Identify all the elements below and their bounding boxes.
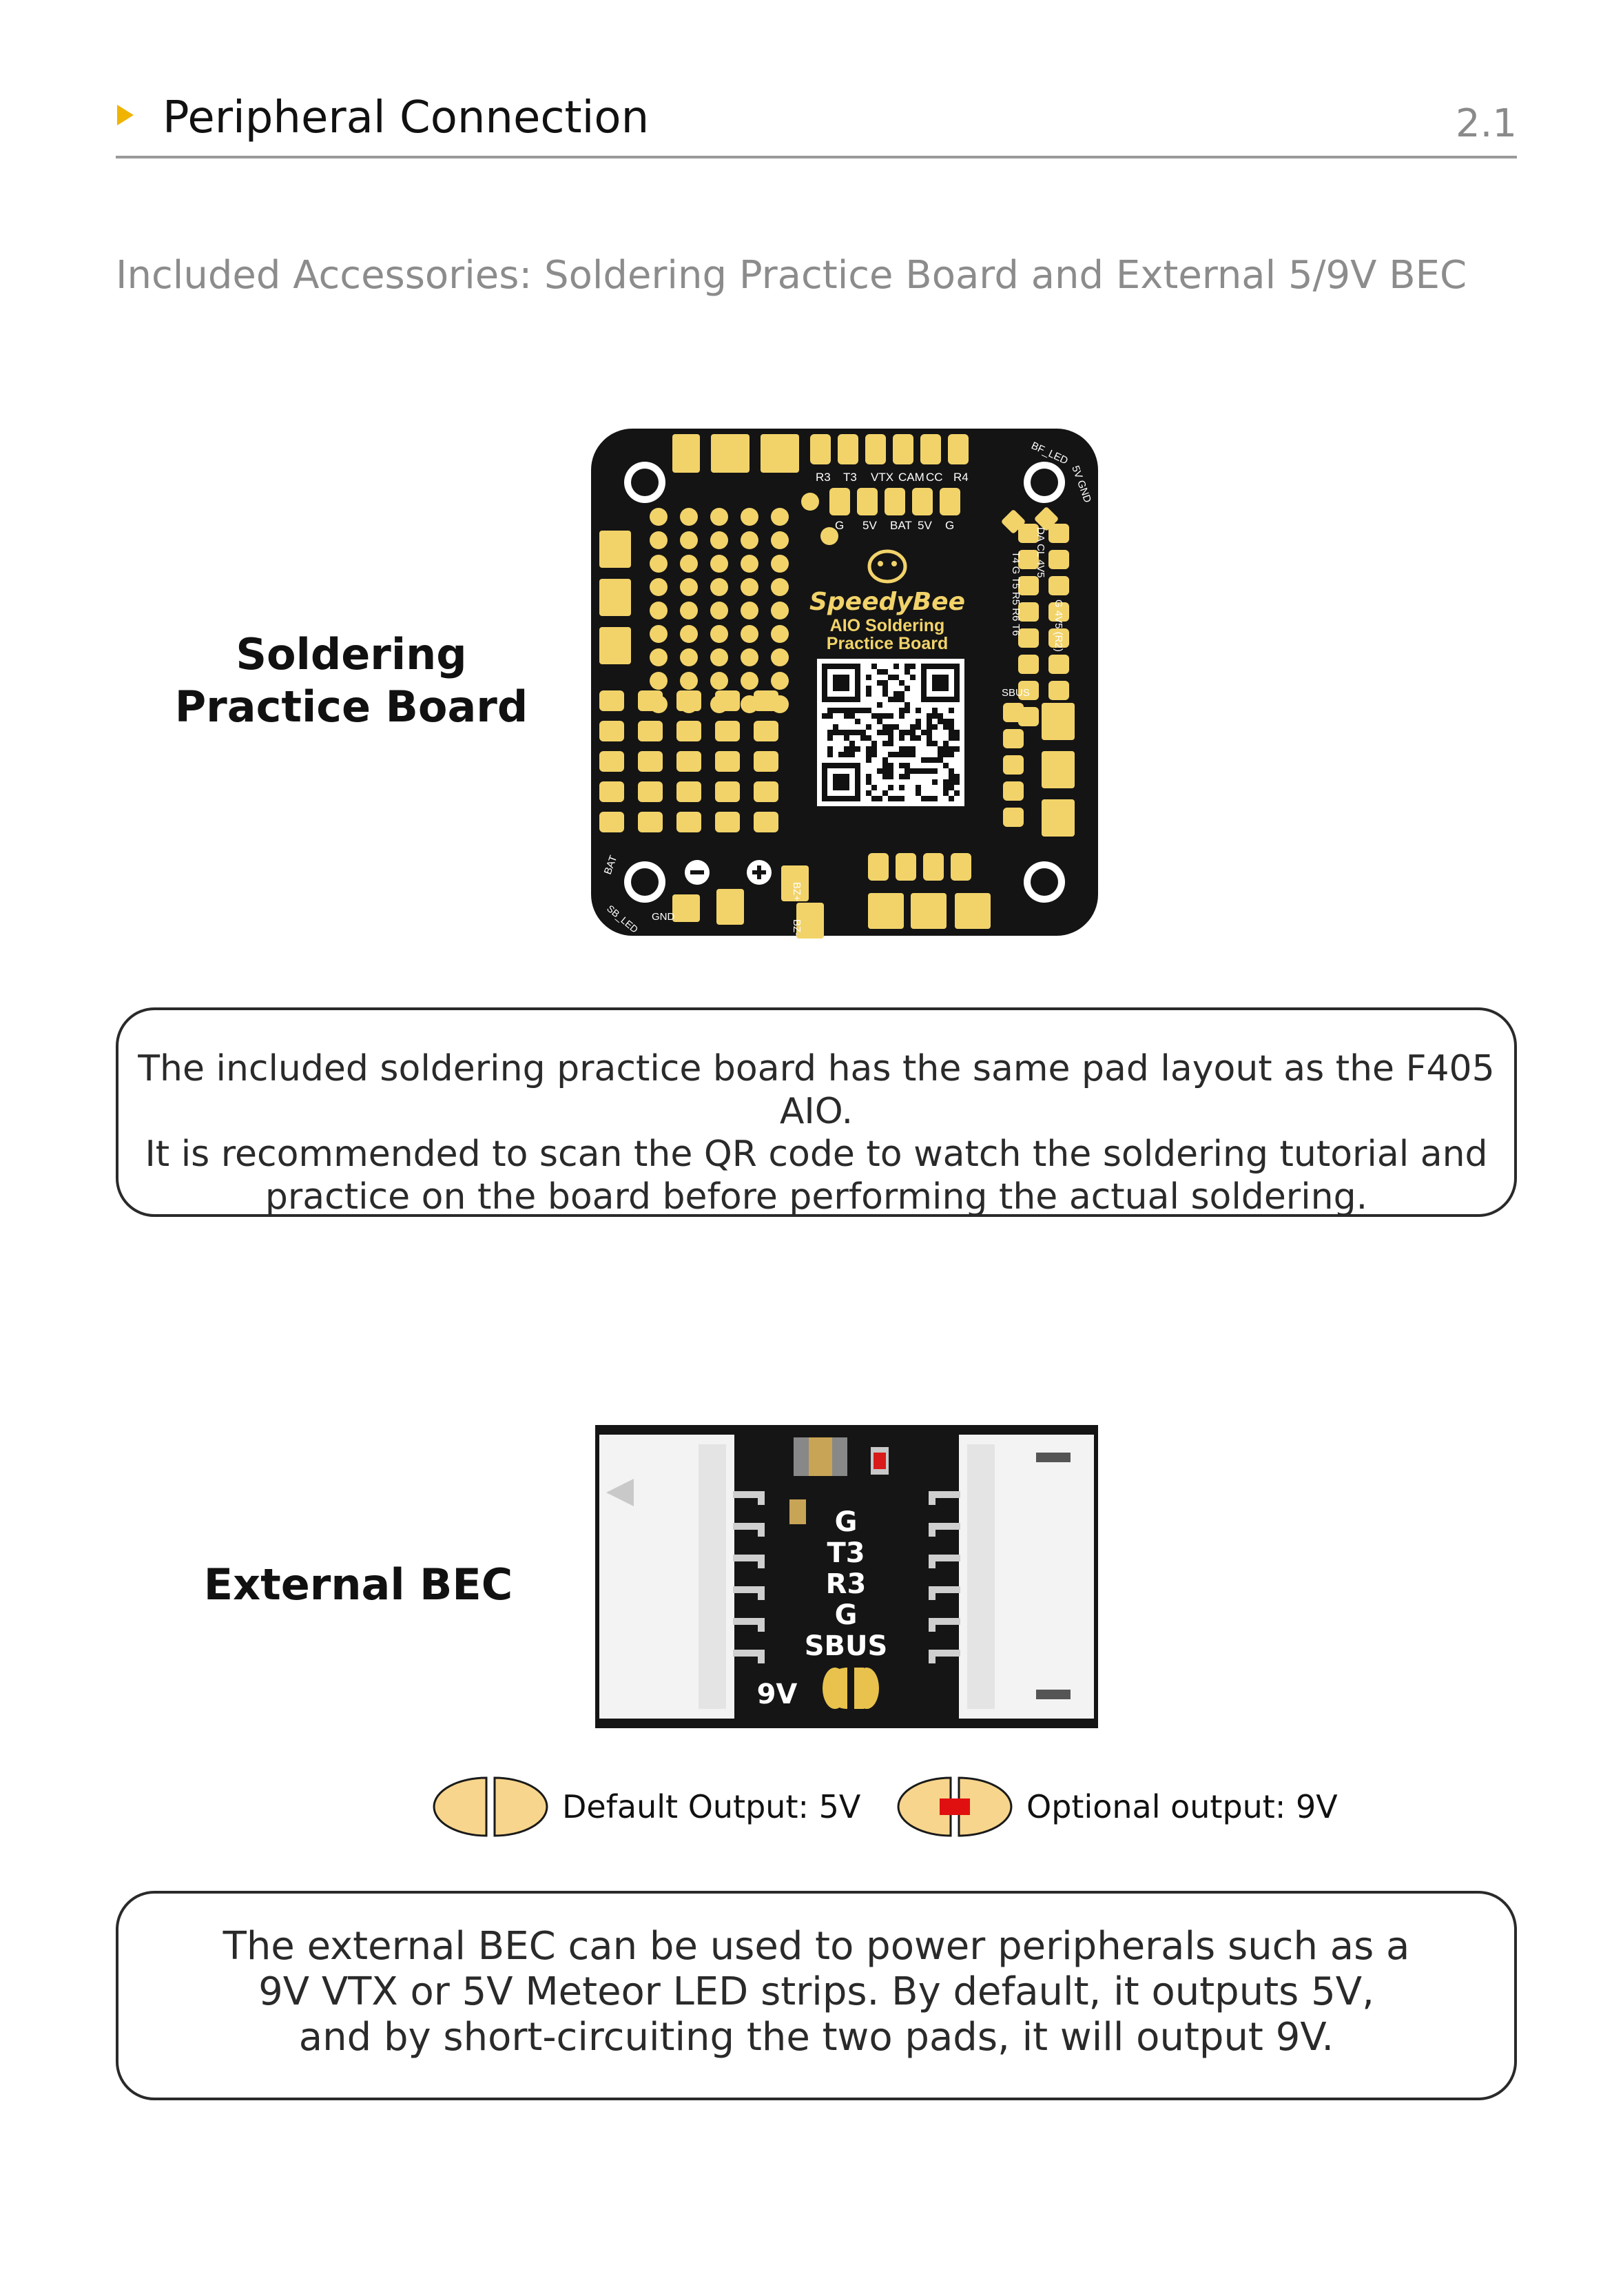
board-logo-text: SpeedyBee bbox=[809, 588, 965, 616]
right-connector bbox=[959, 1435, 1094, 1719]
practice-board-label: Soldering Practice Board bbox=[124, 628, 579, 733]
practice-board-label-line1: Soldering bbox=[236, 629, 467, 679]
accessories-subtitle: Included Accessories: Soldering Practice… bbox=[116, 253, 1467, 298]
legend-optional-output: Optional output: 9V bbox=[1026, 1788, 1338, 1825]
practice-board-label-line2: Practice Board bbox=[174, 681, 528, 732]
qr-code-icon bbox=[817, 659, 964, 806]
left-connector bbox=[599, 1435, 734, 1719]
svg-text:DA CL 4V5: DA CL 4V5 bbox=[1035, 527, 1046, 578]
practice-board-description-line2: It is recommended to scan the QR code to… bbox=[145, 1134, 1488, 1175]
section-title: Peripheral Connection bbox=[163, 92, 650, 143]
silk-sbus: SBUS bbox=[1002, 687, 1030, 699]
component-body bbox=[809, 1437, 832, 1476]
left-connector-pins bbox=[733, 1491, 765, 1663]
split-pad-open-icon bbox=[433, 1776, 548, 1837]
legend-default-output: Default Output: 5V bbox=[562, 1788, 861, 1825]
bec-pin-label: G bbox=[835, 1599, 858, 1631]
polarity-markers bbox=[685, 860, 772, 885]
external-bec-label: External BEC bbox=[203, 1559, 513, 1610]
bec-pin-label: SBUS bbox=[805, 1630, 888, 1662]
silk-bz-plus: BZ+ bbox=[791, 882, 803, 901]
external-bec-description-box: The external BEC can be used to power pe… bbox=[116, 1891, 1517, 2100]
external-bec-description-line1: The external BEC can be used to power pe… bbox=[223, 1924, 1410, 1969]
board-text-line2: Practice Board bbox=[827, 634, 948, 653]
bec-pin-label: R3 bbox=[826, 1568, 867, 1600]
jumper-label: 9V bbox=[757, 1679, 798, 1710]
external-bec-description-line2: 9V VTX or 5V Meteor LED strips. By defau… bbox=[258, 1969, 1374, 2014]
solder-pads bbox=[599, 434, 1075, 939]
header-divider bbox=[116, 156, 1517, 158]
split-pad-shorted-icon bbox=[897, 1776, 1013, 1837]
silk-bz-minus: BZ- bbox=[791, 919, 803, 936]
short-bridge-icon bbox=[940, 1798, 970, 1815]
board-text-line1: AIO Soldering bbox=[830, 616, 945, 635]
practice-board-description-line3: practice on the board before performing … bbox=[265, 1176, 1368, 1218]
bec-pin-label: G bbox=[835, 1506, 858, 1538]
bec-pin-label: T3 bbox=[827, 1537, 865, 1569]
silk-gnd: GND bbox=[652, 911, 675, 923]
header-bullet-icon bbox=[117, 105, 134, 125]
page-number: 2.1 bbox=[1455, 101, 1517, 146]
speedybee-logo: SpeedyBee AIO Soldering Practice Board bbox=[809, 549, 965, 653]
led-indicator bbox=[873, 1453, 886, 1469]
svg-text:G 4V5 (R2): G 4V5 (R2) bbox=[1053, 599, 1064, 652]
practice-board-description-line1: The included soldering practice board ha… bbox=[138, 1048, 1495, 1132]
right-connector-pins bbox=[929, 1491, 960, 1663]
component-cap bbox=[794, 1437, 809, 1476]
svg-text:T4 G T5 R5 R6 T6: T4 G T5 R5 R6 T6 bbox=[1010, 551, 1022, 636]
practice-board-description-box: The included soldering practice board ha… bbox=[116, 1007, 1517, 1218]
external-bec-description-line3: and by short-circuiting the two pads, it… bbox=[298, 2015, 1334, 2060]
